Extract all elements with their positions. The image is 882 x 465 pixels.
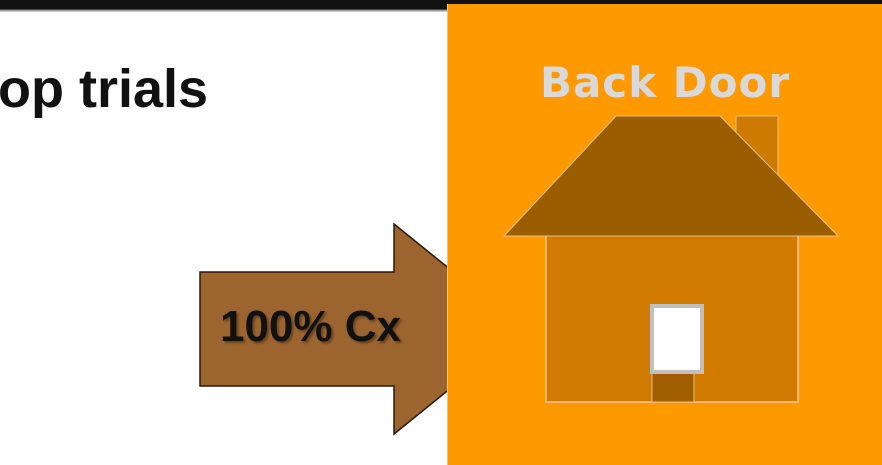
house-roof [502,115,840,237]
house-icon [502,115,840,403]
panel-label: Back Door [539,58,791,107]
slide-title: op trials [0,59,209,119]
door [650,304,704,374]
arrow-callout: 100% Cx [198,222,528,437]
arrow-label: 100% Cx [219,302,401,351]
back-door-panel: Back Door [448,4,882,465]
door-step [651,371,695,403]
